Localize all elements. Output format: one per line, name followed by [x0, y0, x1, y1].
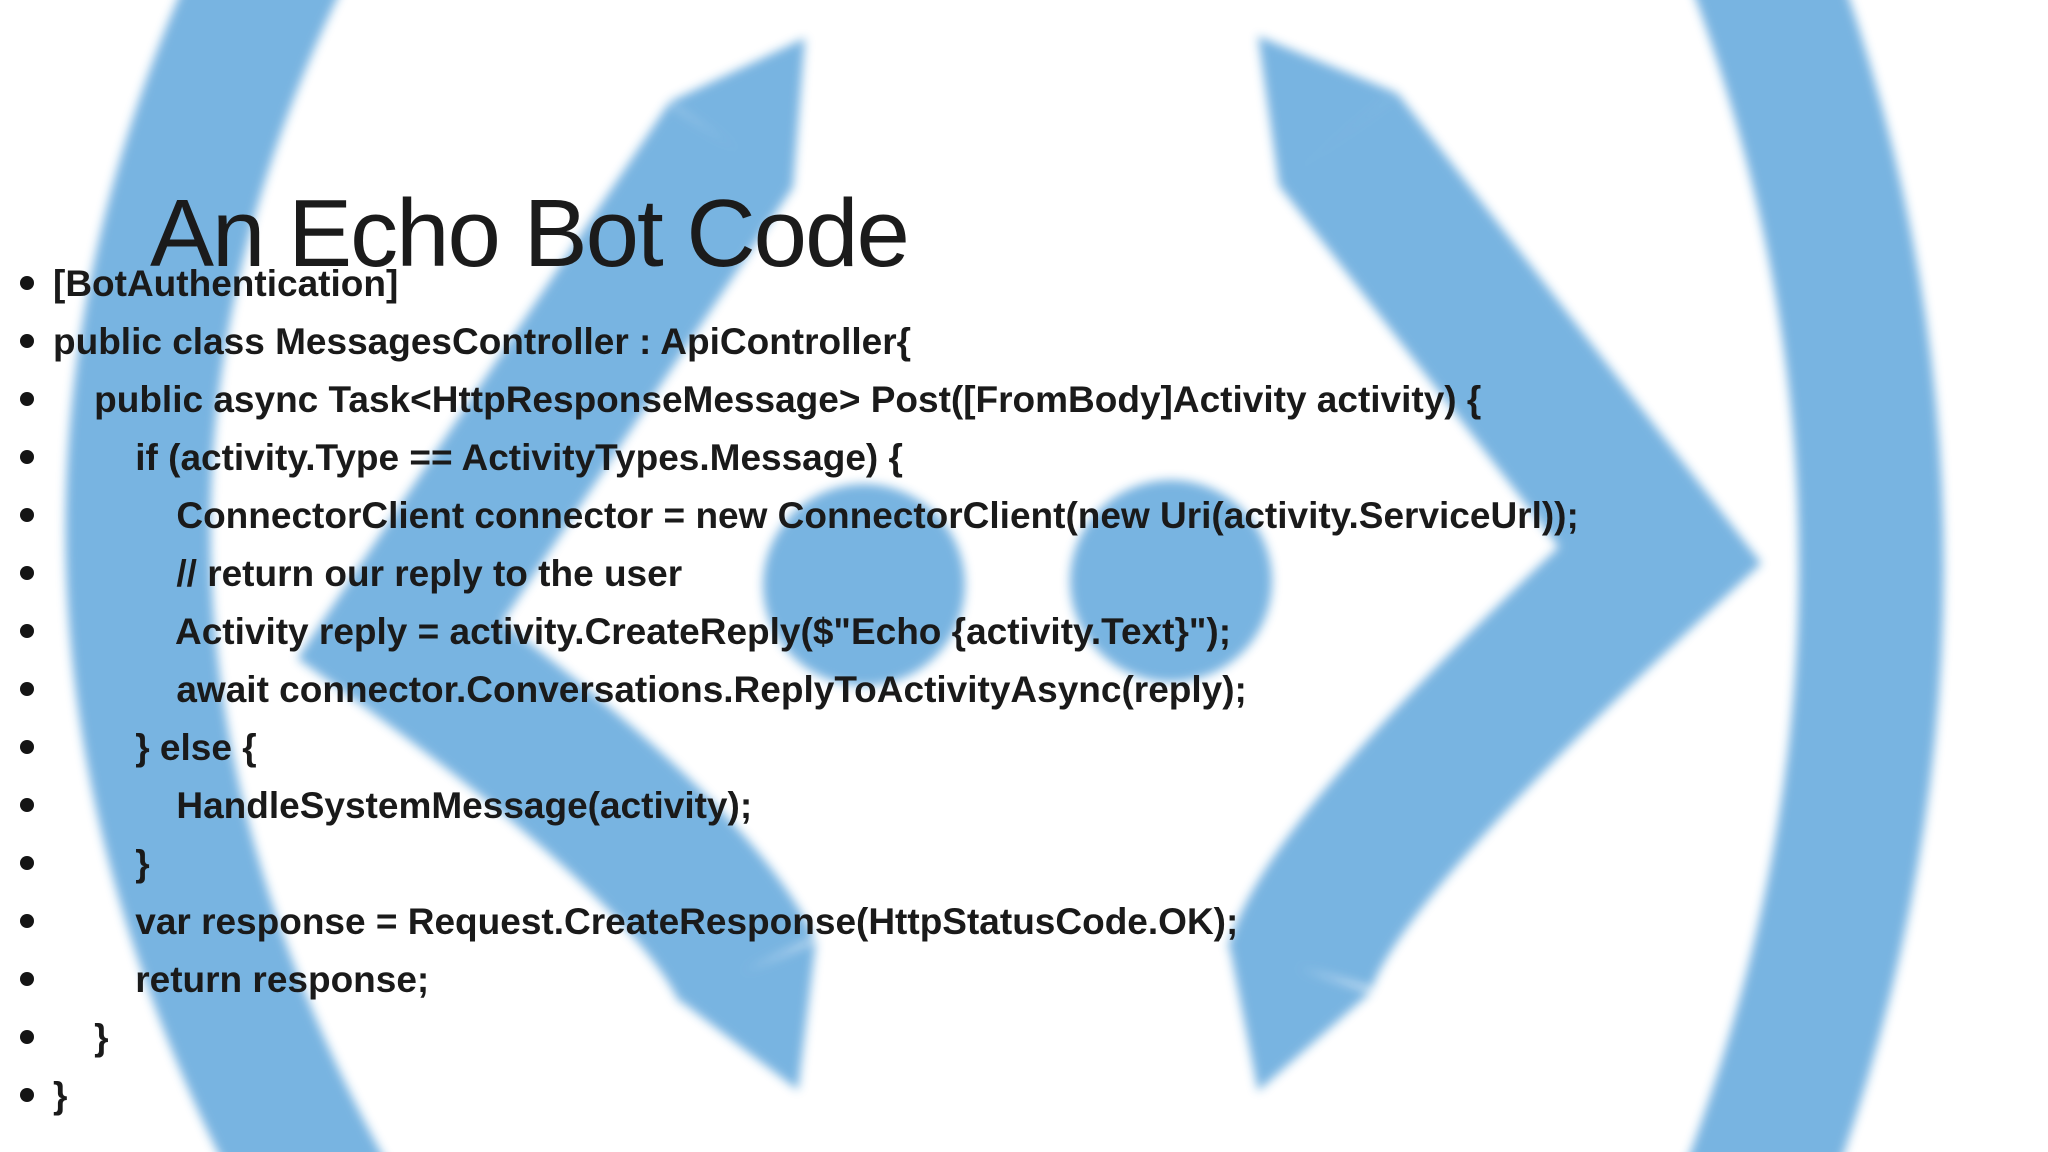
bullet-icon: [20, 798, 34, 812]
code-text: // return our reply to the user: [53, 552, 683, 594]
code-line: }: [20, 1008, 2048, 1066]
code-line: HandleSystemMessage(activity);: [20, 776, 2048, 834]
code-line: Activity reply = activity.CreateReply($"…: [20, 602, 2048, 660]
code-line: }: [20, 1066, 2048, 1124]
chevron-right-top-tip: [1258, 36, 1397, 185]
bullet-icon: [20, 276, 34, 290]
code-line: ConnectorClient connector = new Connecto…: [20, 486, 2048, 544]
code-text: if (activity.Type == ActivityTypes.Messa…: [53, 436, 903, 478]
code-text: }: [53, 1016, 109, 1058]
bullet-icon: [20, 508, 34, 522]
bullet-icon: [20, 392, 34, 406]
code-line: public async Task<HttpResponseMessage> P…: [20, 370, 2048, 428]
code-line: } else {: [20, 718, 2048, 776]
code-text: Activity reply = activity.CreateReply($"…: [53, 610, 1232, 652]
bullet-icon: [20, 1088, 34, 1102]
code-line: return response;: [20, 950, 2048, 1008]
bullet-icon: [20, 624, 34, 638]
code-text: }: [53, 1074, 68, 1116]
bullet-icon: [20, 856, 34, 870]
code-text: public async Task<HttpResponseMessage> P…: [53, 378, 1482, 420]
code-text: var response = Request.CreateResponse(Ht…: [53, 900, 1239, 942]
bullet-icon: [20, 972, 34, 986]
code-list: [BotAuthentication] public class Message…: [20, 254, 2048, 1124]
code-line: // return our reply to the user: [20, 544, 2048, 602]
chevron-left-top-tip: [669, 38, 805, 188]
code-line: [BotAuthentication]: [20, 254, 2048, 312]
code-line: public class MessagesController : ApiCon…: [20, 312, 2048, 370]
bullet-icon: [20, 1030, 34, 1044]
code-text: ConnectorClient connector = new Connecto…: [53, 494, 1579, 536]
bullet-icon: [20, 334, 34, 348]
code-text: return response;: [53, 958, 430, 1000]
bullet-icon: [20, 682, 34, 696]
code-text: HandleSystemMessage(activity);: [53, 784, 753, 826]
code-line: if (activity.Type == ActivityTypes.Messa…: [20, 428, 2048, 486]
bullet-icon: [20, 740, 34, 754]
slide-title: An Echo Bot Code: [150, 180, 910, 288]
code-line: var response = Request.CreateResponse(Ht…: [20, 892, 2048, 950]
code-line: }: [20, 834, 2048, 892]
code-text: }: [53, 842, 150, 884]
code-text: public class MessagesController : ApiCon…: [53, 320, 912, 362]
bullet-icon: [20, 914, 34, 928]
bullet-icon: [20, 450, 34, 464]
bullet-icon: [20, 566, 34, 580]
code-text: } else {: [53, 726, 257, 768]
code-text: await connector.Conversations.ReplyToAct…: [53, 668, 1247, 710]
code-line: await connector.Conversations.ReplyToAct…: [20, 660, 2048, 718]
code-text: [BotAuthentication]: [53, 262, 399, 304]
